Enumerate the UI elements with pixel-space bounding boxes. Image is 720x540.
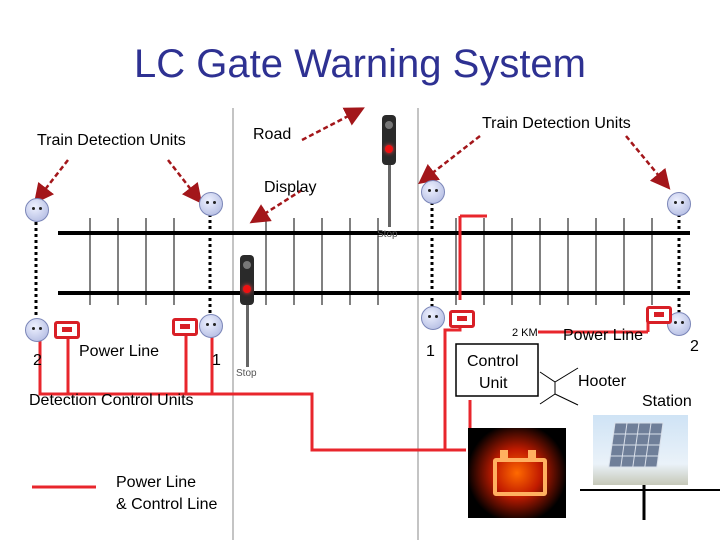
traffic-signal-icon	[240, 255, 254, 305]
legend-label-line2: & Control Line	[116, 496, 218, 513]
label-num-1-right: 1	[426, 343, 435, 360]
train-detection-unit-bottom-left-icon	[25, 318, 49, 342]
sensor-box-icon	[172, 318, 198, 336]
solar-panel-icon	[593, 415, 688, 485]
detection-dotted-lines	[34, 202, 681, 318]
sensor-box-icon	[54, 321, 80, 339]
label-control-unit-line2: Unit	[479, 375, 508, 392]
power-control-lines	[38, 214, 650, 452]
track-sleepers	[89, 218, 653, 305]
annotation-arrows	[33, 107, 671, 224]
train-detection-unit-top-mid-icon	[199, 192, 223, 216]
label-stop-left: Stop	[236, 368, 257, 379]
traffic-signal-icon	[382, 115, 396, 165]
label-station: Station	[642, 393, 692, 410]
train-detection-unit-top-far-right-icon	[667, 192, 691, 216]
sensor-box-icon	[449, 310, 475, 328]
label-num-2-left: 2	[33, 352, 42, 369]
train-detection-unit-bottom-right-icon	[421, 306, 445, 330]
label-power-line-right: Power Line	[563, 327, 644, 344]
label-num-1-left: 1	[212, 352, 221, 369]
label-train-detection-left: Train Detection Units	[37, 132, 186, 149]
label-road: Road	[253, 126, 292, 143]
label-distance: 2 KM	[512, 327, 538, 339]
train-detection-unit-top-left-icon	[25, 198, 49, 222]
train-detection-unit-bottom-mid-icon	[199, 314, 223, 338]
sensor-box-icon	[646, 306, 672, 324]
train-detection-unit-top-right-icon	[421, 180, 445, 204]
label-hooter: Hooter	[578, 373, 627, 390]
legend-label-line1: Power Line	[116, 474, 197, 491]
label-num-2-right: 2	[690, 338, 699, 355]
label-detection-control-units: Detection Control Units	[29, 392, 194, 409]
label-power-line-left: Power Line	[79, 343, 160, 360]
control-unit-box	[455, 343, 539, 397]
label-control-unit-line1: Control	[467, 353, 519, 370]
label-display: Display	[264, 179, 317, 196]
label-train-detection-right: Train Detection Units	[482, 115, 631, 132]
battery-icon	[468, 428, 566, 518]
label-stop-right: Stop	[377, 229, 398, 240]
page-title: LC Gate Warning System	[133, 42, 586, 86]
